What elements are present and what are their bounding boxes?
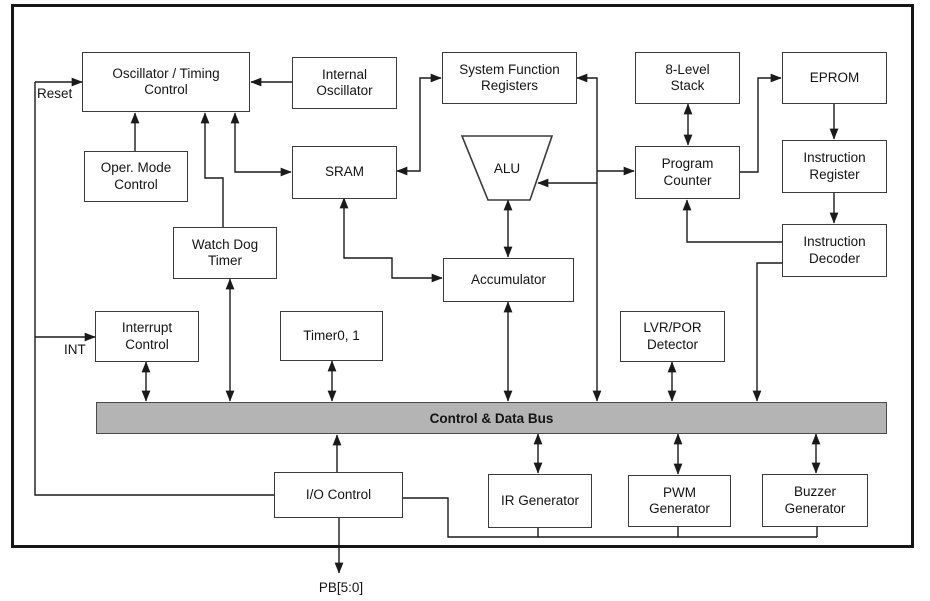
wire-sram-accumulator [339,197,443,283]
diagram-frame [11,4,914,548]
block-program-counter: Program Counter [635,146,740,199]
block-io-control: I/O Control [274,472,403,518]
block-interrupt-control: Interrupt Control [95,311,199,362]
block-8-level-stack: 8-Level Stack [635,52,740,104]
block-sram: SRAM [292,146,397,199]
wire-reset-trunk [34,82,274,496]
wire-wdt-to-oscillator [200,112,224,227]
wire-decoder-to-program-counter [682,199,782,243]
block-accumulator: Accumulator [443,258,574,302]
block-instruction-decoder: Instruction Decoder [782,224,887,277]
block-buzzer-generator: Buzzer Generator [762,474,868,527]
control-data-bus: Control & Data Bus [96,402,887,434]
block-eprom: EPROM [782,52,887,104]
block-alu-label: ALU [493,160,521,176]
reset-pin-label: Reset [37,86,73,101]
block-ir-generator: IR Generator [488,474,592,528]
block-pwm-generator: PWM Generator [628,475,731,527]
block-oscillator-timing-control: Oscillator / Timing Control [82,52,250,112]
alu-trapezoid [460,135,554,201]
wire-program-counter-to-eprom [740,73,782,173]
block-internal-oscillator: Internal Oscillator [292,57,397,109]
wire-sram-sfr [396,73,442,176]
block-instruction-register: Instruction Register [782,140,887,193]
block-lvr-por-detector: LVR/POR Detector [620,311,725,362]
int-pin-label: INT [64,342,86,357]
bus-label: Control & Data Bus [429,410,554,426]
wire-io-control-to-generators [403,497,818,538]
block-timer0-1: Timer0, 1 [280,311,383,361]
pb-pin-label: PB[5:0] [318,580,364,595]
block-watch-dog-timer: Watch Dog Timer [173,227,277,279]
block-system-function-registers: System Function Registers [442,52,577,104]
block-oper-mode-control: Oper. Mode Control [84,151,188,202]
wire-oscillator-sram [230,112,292,177]
wire-decoder-to-bus [752,262,782,402]
wire-sfr-trunk-bus [576,73,602,402]
